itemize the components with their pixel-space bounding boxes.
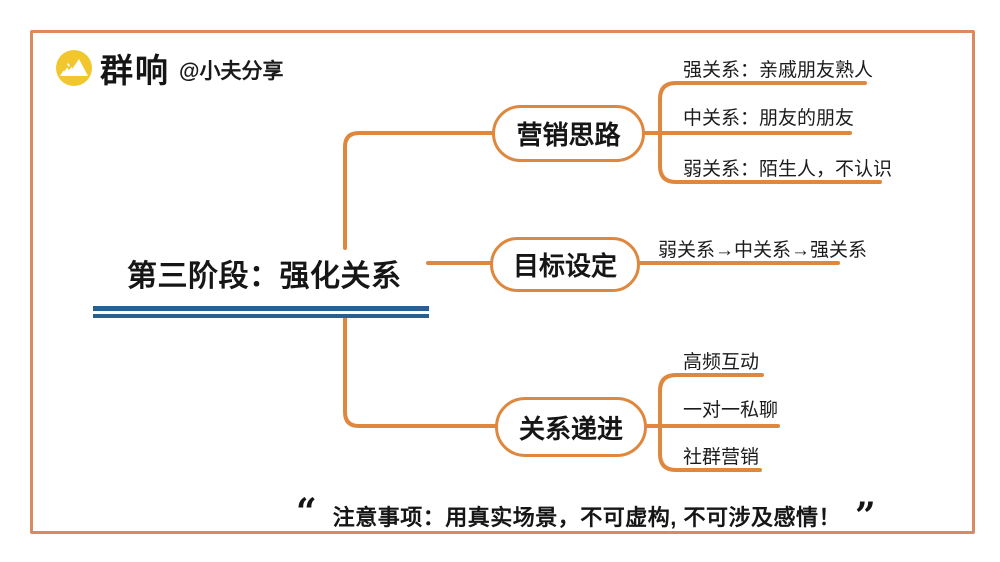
footnote-text: 注意事项：用真实场景，不可虚构, 不可涉及感情！ xyxy=(332,505,841,530)
open-quote-icon: “ xyxy=(296,491,317,533)
leaf-mid-relation: 中关系：朋友的朋友 xyxy=(683,108,855,129)
leaf-goal-path: 弱关系→中关系→强关系 xyxy=(658,240,868,261)
leaf-high-frequency-interaction: 高频互动 xyxy=(683,352,760,373)
leaf-community-marketing: 社群营销 xyxy=(683,447,760,468)
leaf-strong-relation: 强关系：亲戚朋友熟人 xyxy=(683,60,874,81)
close-quote-icon: ” xyxy=(854,495,876,537)
footnote-quote: “ 注意事项：用真实场景，不可虚构, 不可涉及感情！ ” xyxy=(296,491,876,537)
branch-node-relationship-progression: 关系递进 xyxy=(495,397,647,457)
brand-handle: @小夫分享 xyxy=(179,60,284,83)
brand-logo: 群响 @小夫分享 xyxy=(55,44,283,92)
leaf-weak-relation: 弱关系：陌生人，不认识 xyxy=(683,159,893,180)
leaf-one-on-one-chat: 一对一私聊 xyxy=(683,400,779,421)
central-topic: 第三阶段：强化关系 xyxy=(127,260,402,293)
central-underline-bottom xyxy=(93,314,429,318)
branch1-leaf-bracket xyxy=(658,81,882,184)
branch3-spine-line xyxy=(343,316,497,428)
branch-node-goal-setting: 目标设定 xyxy=(490,237,640,292)
branch1-spine-line xyxy=(343,131,494,250)
brand-name: 群响 xyxy=(100,52,170,89)
branch3-leaf-bracket xyxy=(658,373,764,472)
mountain-logo-icon xyxy=(56,50,92,86)
central-underline-top xyxy=(93,306,429,311)
page-border xyxy=(30,30,975,534)
branch-node-marketing-ideas: 营销思路 xyxy=(492,105,645,162)
